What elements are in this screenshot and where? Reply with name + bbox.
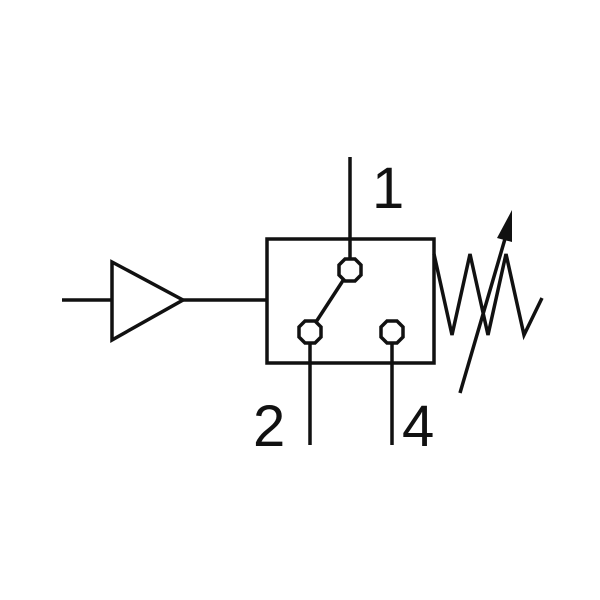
adjustable-spring: [432, 253, 544, 341]
contact-terminal-2: [297, 319, 323, 345]
port-1-label: 1: [372, 156, 404, 221]
port-4-label: 4: [402, 394, 434, 459]
port-2-label: 2: [253, 394, 285, 459]
adjustment-arrow-line: [458, 231, 509, 394]
adjustment-arrow-head: [497, 210, 512, 242]
contact-terminal-4: [379, 319, 405, 345]
switch-contact-lever: [314, 278, 346, 323]
contact-terminal-1: [337, 257, 363, 283]
amplifier-triangle: [110, 259, 187, 343]
